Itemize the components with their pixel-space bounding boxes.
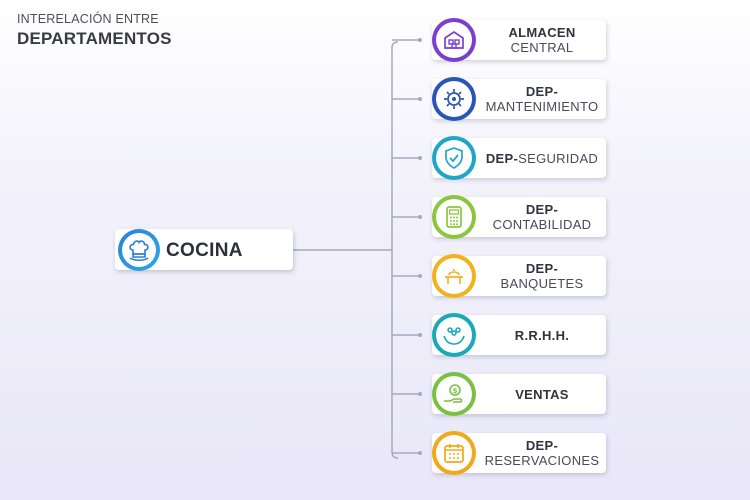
department-label-line2: BANQUETES — [500, 276, 584, 291]
department-label-line1: DEP- — [525, 261, 559, 276]
maintenance-gear-icon — [444, 89, 464, 109]
branch-dot — [418, 392, 422, 396]
center-label: COCINA — [166, 240, 243, 261]
department-icon-ring — [432, 18, 476, 62]
chef-hat-icon — [129, 240, 149, 262]
department-label-line2: CONTABILIDAD — [492, 217, 592, 232]
department-label-line2: MANTENIMIENTO — [485, 99, 599, 114]
department-label-line2: CENTRAL — [510, 40, 574, 55]
department-node[interactable]: DEP-BANQUETES — [432, 254, 612, 298]
vertical-bus — [391, 41, 399, 459]
department-icon-ring — [432, 77, 476, 121]
branch-dot — [418, 156, 422, 160]
shield-check-icon — [445, 147, 463, 169]
branch-dot — [418, 274, 422, 278]
department-icon-ring — [432, 195, 476, 239]
department-icon-ring: $ — [432, 372, 476, 416]
calculator-icon — [446, 206, 462, 228]
calendar-icon — [444, 444, 464, 463]
department-icon-ring — [432, 431, 476, 475]
department-label-box: DEP-BANQUETES — [478, 256, 606, 296]
department-node[interactable]: DEP-CONTABILIDAD — [432, 195, 612, 239]
department-label-box: DEP-CONTABILIDAD — [478, 197, 606, 237]
department-node[interactable]: DEP-SEGURIDAD — [432, 136, 612, 180]
department-icon-ring — [432, 136, 476, 180]
svg-text:$: $ — [453, 387, 458, 395]
department-label-box: DEP-SEGURIDAD — [478, 138, 606, 178]
department-label-box: VENTAS — [478, 374, 606, 414]
department-label-line1: DEP- — [525, 84, 559, 99]
warehouse-icon — [444, 30, 464, 49]
department-node[interactable]: R.R.H.H. — [432, 313, 612, 357]
diagram-title: INTERELACIÓN ENTRE DEPARTAMENTOS — [17, 12, 172, 49]
department-label-line1: DEP- — [525, 438, 559, 453]
money-hand-icon: $ — [444, 384, 463, 403]
diagram-subtitle: INTERELACIÓN ENTRE — [17, 12, 159, 26]
department-icon-ring — [432, 313, 476, 357]
department-node[interactable]: $ VENTAS — [432, 372, 612, 416]
branch-dot — [418, 38, 422, 42]
banquet-table-icon — [445, 269, 463, 284]
center-icon-ring — [118, 229, 160, 271]
department-label: VENTAS — [515, 386, 569, 402]
department-label-box: R.R.H.H. — [478, 315, 606, 355]
department-icon-ring — [432, 254, 476, 298]
branch-dot — [418, 215, 422, 219]
branch-dot — [418, 451, 422, 455]
department-label: DEP-SEGURIDAD — [485, 150, 599, 166]
department-label-line2: RESERVACIONES — [484, 453, 600, 468]
branch-dot — [418, 97, 422, 101]
department-label-box: DEP-MANTENIMIENTO — [478, 79, 606, 119]
department-label-line1: ALMACEN — [508, 25, 576, 40]
department-node[interactable]: DEP-RESERVACIONES — [432, 431, 612, 475]
department-node[interactable]: DEP-MANTENIMIENTO — [432, 77, 612, 121]
diagram-main-title: DEPARTAMENTOS — [17, 29, 172, 48]
department-label-line1: DEP- — [525, 202, 559, 217]
department-label: R.R.H.H. — [514, 327, 570, 343]
branch-dot — [418, 333, 422, 337]
department-label-box: DEP-RESERVACIONES — [478, 433, 606, 473]
people-hands-icon — [443, 327, 465, 345]
